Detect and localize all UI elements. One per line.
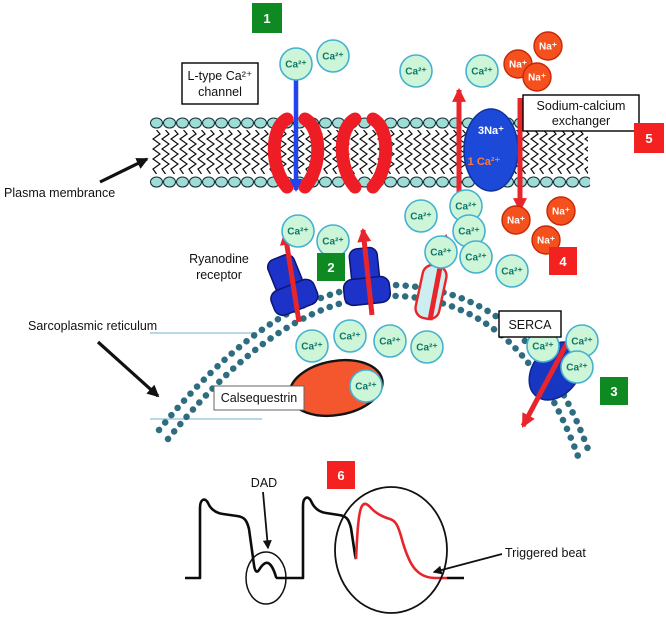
exchanger-sodium-label: 3Na⁺ bbox=[478, 125, 504, 137]
label-text: exchanger bbox=[552, 114, 610, 128]
step-badge-4: 4 bbox=[549, 247, 577, 275]
ion-label: Na⁺ bbox=[528, 73, 546, 84]
ion-label: Ca²⁺ bbox=[471, 67, 492, 78]
ryr-release-arrow-2 bbox=[357, 227, 375, 316]
exchanger-calcium-label: 1 Ca²⁺ bbox=[468, 156, 501, 168]
ion-label: Ca²⁺ bbox=[339, 332, 360, 343]
ion-label: Ca²⁺ bbox=[465, 253, 486, 264]
step-square bbox=[549, 247, 577, 275]
step-badge-3: 3 bbox=[600, 377, 628, 405]
sodium-calcium-exchanger-protein: 3Na⁺ 1 Ca²⁺ bbox=[463, 108, 519, 192]
calcium-ion: Ca²⁺ bbox=[399, 54, 433, 88]
calcium-ion: Ca²⁺ bbox=[465, 54, 499, 88]
step-badge-2: 2 bbox=[317, 253, 345, 281]
label-text: Sodium-calcium bbox=[537, 99, 626, 113]
label-text: SERCA bbox=[508, 318, 552, 332]
step-number: 2 bbox=[327, 260, 334, 275]
sodium-ion: Na⁺ bbox=[522, 62, 552, 92]
ryr-release-arrow bbox=[279, 230, 302, 323]
ion-label: Ca²⁺ bbox=[379, 337, 400, 348]
dad-pointer-arrow bbox=[262, 491, 272, 550]
ion-label: Na⁺ bbox=[552, 207, 570, 218]
ion-label: Na⁺ bbox=[507, 216, 525, 227]
dad-label: DAD bbox=[251, 476, 277, 490]
step-square bbox=[317, 253, 345, 281]
ryanodine-receptor-label: receptor bbox=[196, 268, 242, 282]
label-text: Calsequestrin bbox=[221, 391, 297, 405]
calsequestrin-label: Calsequestrin bbox=[213, 385, 305, 411]
sodium-ion: Na⁺ bbox=[501, 205, 531, 235]
ion-label: Ca²⁺ bbox=[430, 248, 451, 259]
calcium-ion: Ca²⁺ bbox=[424, 235, 458, 269]
calcium-ion: Ca²⁺ bbox=[410, 330, 444, 364]
ion-label: Ca²⁺ bbox=[566, 363, 587, 374]
calcium-ion: Ca²⁺ bbox=[316, 224, 350, 258]
ion-label: Ca²⁺ bbox=[501, 267, 522, 278]
ion-label: Ca²⁺ bbox=[532, 342, 553, 353]
ryanodine-receptor-label: Ryanodine bbox=[189, 252, 249, 266]
ion-label: Ca²⁺ bbox=[301, 342, 322, 353]
label-text: channel bbox=[198, 85, 242, 99]
triggered-beat-path bbox=[354, 502, 447, 580]
calcium-ion: Ca²⁺ bbox=[560, 350, 594, 384]
calcium-ion: Ca²⁺ bbox=[349, 369, 383, 403]
ion-label: Ca²⁺ bbox=[455, 202, 476, 213]
step-square bbox=[252, 3, 282, 33]
calcium-ion: Ca²⁺ bbox=[295, 329, 329, 363]
action-potential-trace bbox=[185, 486, 464, 614]
triggered-beat-label: Triggered beat bbox=[505, 546, 586, 560]
calcium-ion: Ca²⁺ bbox=[333, 319, 367, 353]
serca-label: SERCA bbox=[498, 310, 562, 338]
step-badge-5: 5 bbox=[634, 123, 664, 153]
step-number: 5 bbox=[645, 131, 652, 146]
step-badge-6: 6 bbox=[327, 461, 355, 489]
ion-label: Ca²⁺ bbox=[322, 237, 343, 248]
step-number: 6 bbox=[337, 468, 344, 483]
calcium-ion: Ca²⁺ bbox=[459, 240, 493, 274]
triggered-beat-circle bbox=[334, 486, 448, 614]
ion-label: Ca²⁺ bbox=[405, 67, 426, 78]
ion-label: Ca²⁺ bbox=[285, 60, 306, 71]
l-type-calcium-channel-protein-2 bbox=[335, 112, 393, 194]
label-text: L-type Ca²⁺ bbox=[188, 69, 253, 83]
plasma-membrane-label: Plasma membrance bbox=[4, 186, 115, 200]
ion-label: Ca²⁺ bbox=[322, 52, 343, 63]
plasma-membrane-pointer-arrow bbox=[99, 157, 149, 184]
sarcoplasmic-reticulum-label: Sarcoplasmic reticulum bbox=[28, 319, 157, 333]
step-square bbox=[634, 123, 664, 153]
sodium-calcium-exchanger-label: Sodium-calcium exchanger bbox=[522, 94, 640, 132]
l-type-channel-label: L-type Ca²⁺ channel bbox=[181, 62, 259, 105]
sodium-ion: Na⁺ bbox=[533, 31, 563, 61]
dad-circle bbox=[245, 551, 287, 605]
ion-label: Ca²⁺ bbox=[287, 227, 308, 238]
step-number: 4 bbox=[559, 254, 567, 269]
calcium-ion: Ca²⁺ bbox=[495, 254, 529, 288]
ion-label: Ca²⁺ bbox=[355, 382, 376, 393]
ion-label: Ca²⁺ bbox=[410, 212, 431, 223]
step-square bbox=[600, 377, 628, 405]
ion-label: Na⁺ bbox=[539, 42, 557, 53]
step-number: 3 bbox=[610, 384, 617, 399]
ion-label: Ca²⁺ bbox=[416, 343, 437, 354]
ion-label: Na⁺ bbox=[537, 236, 555, 247]
calcium-ion: Ca²⁺ bbox=[404, 199, 438, 233]
step-square bbox=[327, 461, 355, 489]
calcium-ion: Ca²⁺ bbox=[281, 214, 315, 248]
calcium-ion: Ca²⁺ bbox=[373, 324, 407, 358]
sodium-ion: Na⁺ bbox=[546, 196, 576, 226]
sr-pointer-arrow bbox=[96, 340, 160, 398]
calcium-ion: Ca²⁺ bbox=[316, 39, 350, 73]
baseline-and-beats-path bbox=[185, 496, 358, 580]
calcium-ion: Ca²⁺ bbox=[279, 47, 313, 81]
step-number: 1 bbox=[263, 11, 270, 26]
step-badge-1: 1 bbox=[252, 3, 282, 33]
calcium-ion: Ca²⁺ bbox=[565, 324, 599, 358]
ion-label: Ca²⁺ bbox=[571, 337, 592, 348]
ion-label: Ca²⁺ bbox=[458, 227, 479, 238]
l-type-calcium-channel-protein bbox=[267, 112, 325, 194]
ion-label: Na⁺ bbox=[509, 60, 527, 71]
serca-uptake-arrow bbox=[520, 328, 577, 428]
